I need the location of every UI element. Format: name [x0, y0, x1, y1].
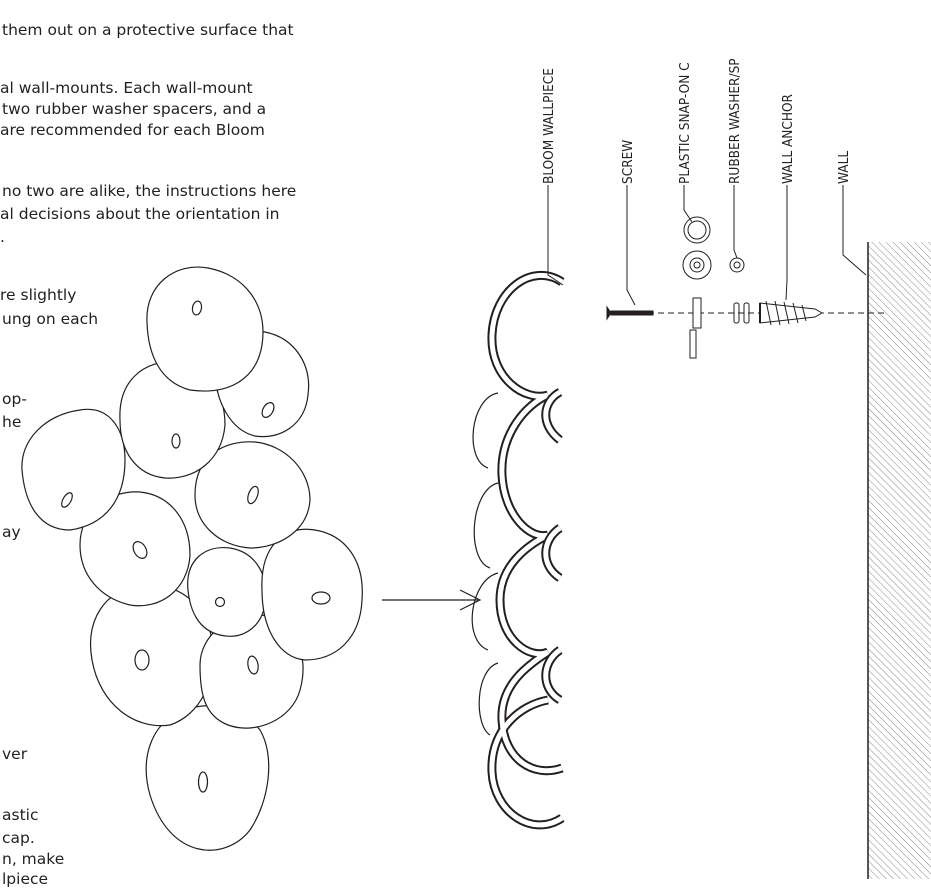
instruction-line: n, make	[2, 850, 65, 868]
snap-cap	[682, 216, 712, 359]
bloom-petal	[187, 547, 267, 637]
bloom-wallpiece-profile	[471, 271, 565, 830]
arrow-to-side-view	[382, 589, 482, 611]
bloom-cluster	[21, 266, 363, 851]
bloom-hole	[132, 541, 148, 559]
label-snap-cap: PLASTIC SNAP-ON C	[677, 62, 693, 184]
instruction-line: al wall-mounts. Each wall-mount	[0, 79, 253, 97]
bloom-hole	[134, 649, 150, 671]
wall-anchor	[759, 300, 824, 326]
instruction-line: are recommended for each Bloom	[0, 121, 265, 139]
bloom-hole	[214, 596, 226, 608]
bloom-hole	[247, 485, 259, 505]
instruction-line: al decisions about the orientation in	[0, 205, 280, 223]
wall	[867, 242, 931, 879]
bloom-hole	[261, 402, 275, 418]
mounting-hardware	[606, 216, 888, 359]
instruction-line: he	[2, 413, 22, 431]
instruction-line: ver	[2, 745, 28, 763]
bloom-hole	[197, 771, 209, 793]
bloom-hole	[247, 655, 259, 675]
label-rubber-washer: RUBBER WASHER/SP	[727, 58, 743, 184]
instruction-line: ung on each	[2, 310, 99, 328]
bloom-petal	[261, 528, 363, 661]
label-screw: SCREW	[620, 140, 636, 184]
instruction-line: op-	[2, 390, 27, 408]
instruction-line: cap.	[2, 829, 35, 847]
label-bloom-wallpiece: BLOOM WALLPIECE	[541, 68, 557, 184]
bloom-petal	[146, 266, 264, 392]
bloom-petal	[194, 441, 311, 549]
leader-lines	[547, 185, 867, 306]
label-wall-anchor: WALL ANCHOR	[780, 93, 796, 184]
instruction-line: .	[0, 228, 5, 246]
instruction-line: re slightly	[0, 286, 77, 304]
bloom-hole	[191, 300, 203, 316]
bloom-hole	[171, 433, 181, 449]
instruction-line: astic	[2, 806, 39, 824]
bloom-hole	[61, 492, 73, 508]
instruction-line: two rubber washer spacers, and a	[2, 100, 267, 118]
bloom-hole	[311, 591, 331, 605]
instruction-line: no two are alike, the instructions here	[2, 182, 297, 200]
screw	[606, 305, 654, 321]
label-wall: WALL	[836, 151, 852, 184]
bloom-petal	[21, 408, 126, 531]
instruction-line: them out on a protective surface that	[2, 21, 294, 39]
instruction-line: ay	[2, 523, 21, 541]
